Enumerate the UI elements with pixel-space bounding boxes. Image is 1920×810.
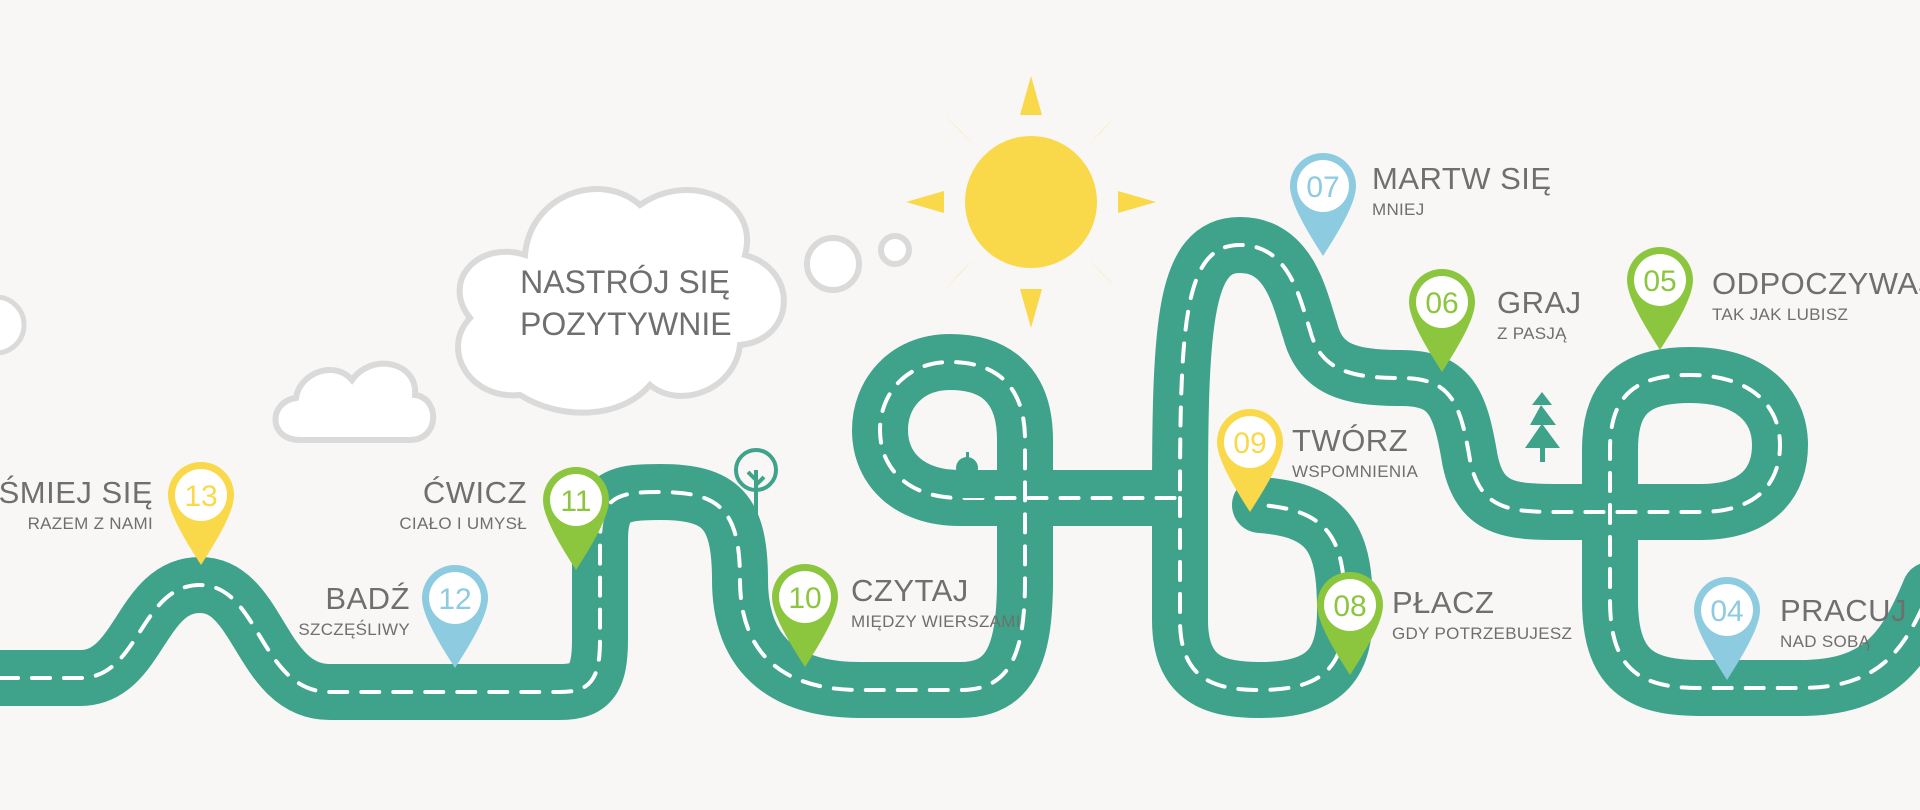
milestone-11-number: 11 <box>560 485 591 518</box>
thought-cloud-icon <box>455 186 912 416</box>
milestone-10-number: 10 <box>788 582 821 615</box>
milestone-11-pin-icon: 11 <box>543 467 609 570</box>
tree-icon <box>734 448 778 515</box>
milestone-06-title: GRAJ <box>1497 285 1582 320</box>
milestone-04-number: 04 <box>1710 595 1743 628</box>
milestone-07-number: 07 <box>1306 171 1339 204</box>
milestone-08-title: PŁACZ <box>1392 585 1495 620</box>
milestone-09-title: TWÓRZ <box>1292 423 1409 458</box>
milestone-10-subtitle: MIĘDZY WIERSZAMI <box>851 612 1021 631</box>
milestone-05-pin-icon: 05 <box>1627 247 1693 350</box>
milestone-09-subtitle: WSPOMNIENIA <box>1292 462 1419 481</box>
milestone-08-number: 08 <box>1333 590 1366 623</box>
milestone-11-label: ĆWICZ CIAŁO I UMYSŁ <box>399 477 527 532</box>
milestone-06-label: GRAJ Z PASJĄ <box>1497 287 1582 342</box>
milestone-05-label: ODPOCZYWAJ TAK JAK LUBISZ <box>1712 268 1920 323</box>
milestone-05-number: 05 <box>1643 265 1676 298</box>
cloud-icon <box>0 294 27 356</box>
milestone-12-subtitle: SZCZĘŚLIWY <box>298 620 410 639</box>
milestone-05-subtitle: TAK JAK LUBISZ <box>1712 305 1849 324</box>
milestone-07-subtitle: MNIEJ <box>1372 200 1425 219</box>
milestone-13-title: ŚMIEJ SIĘ <box>0 475 153 510</box>
milestone-06-subtitle: Z PASJĄ <box>1497 324 1567 343</box>
milestone-09-number: 09 <box>1233 427 1266 460</box>
milestone-07-pin-icon: 07 <box>1290 153 1356 256</box>
milestone-06-number: 06 <box>1425 287 1458 320</box>
books-apple-icon <box>945 452 993 508</box>
milestone-04-pin-icon: 04 <box>1694 577 1760 680</box>
milestone-09-pin-icon: 09 <box>1217 409 1283 512</box>
milestone-12-label: BADŹ SZCZĘŚLIWY <box>298 583 410 638</box>
milestone-08-label: PŁACZ GDY POTRZEBUJESZ <box>1392 587 1572 642</box>
cloud-line-2: POZYTYWNIE <box>520 305 732 342</box>
milestone-markers: 04 05 06 07 08 09 10 11 12 13 <box>168 153 1760 680</box>
milestone-13-subtitle: RAZEM Z NAMI <box>27 514 153 533</box>
milestone-12-number: 12 <box>438 583 471 616</box>
milestone-13-number: 13 <box>184 480 217 513</box>
cloud-message: NASTRÓJ SIĘ POZYTYWNIE <box>520 262 732 345</box>
milestone-08-subtitle: GDY POTRZEBUJESZ <box>1392 624 1573 643</box>
milestone-07-label: MARTW SIĘ MNIEJ <box>1372 163 1552 218</box>
milestone-10-title: CZYTAJ <box>851 573 969 608</box>
milestone-09-label: TWÓRZ WSPOMNIENIA <box>1292 425 1418 480</box>
milestone-13-label: ŚMIEJ SIĘ RAZEM Z NAMI <box>0 477 153 532</box>
milestone-11-title: ĆWICZ <box>422 475 527 510</box>
milestone-04-title: PRACUJ <box>1780 593 1908 628</box>
milestone-04-label: PRACUJ NAD SOBĄ <box>1780 595 1907 650</box>
sun-icon <box>906 76 1156 328</box>
cloud-line-1: NASTRÓJ SIĘ <box>520 264 730 300</box>
milestone-06-pin-icon: 06 <box>1409 269 1475 372</box>
milestone-05-title: ODPOCZYWAJ <box>1712 266 1920 301</box>
milestone-11-subtitle: CIAŁO I UMYSŁ <box>399 514 527 533</box>
milestone-07-title: MARTW SIĘ <box>1372 161 1552 196</box>
milestone-10-label: CZYTAJ MIĘDZY WIERSZAMI <box>851 575 1021 630</box>
milestone-10-pin-icon: 10 <box>772 564 838 667</box>
milestone-13-pin-icon: 13 <box>168 462 234 565</box>
milestone-12-title: BADŹ <box>325 581 410 616</box>
milestone-08-pin-icon: 08 <box>1317 572 1383 675</box>
milestone-12-pin-icon: 12 <box>422 565 488 668</box>
pine-tree-icon <box>1525 392 1560 462</box>
cloud-icon <box>272 360 437 443</box>
milestone-04-subtitle: NAD SOBĄ <box>1780 632 1871 651</box>
